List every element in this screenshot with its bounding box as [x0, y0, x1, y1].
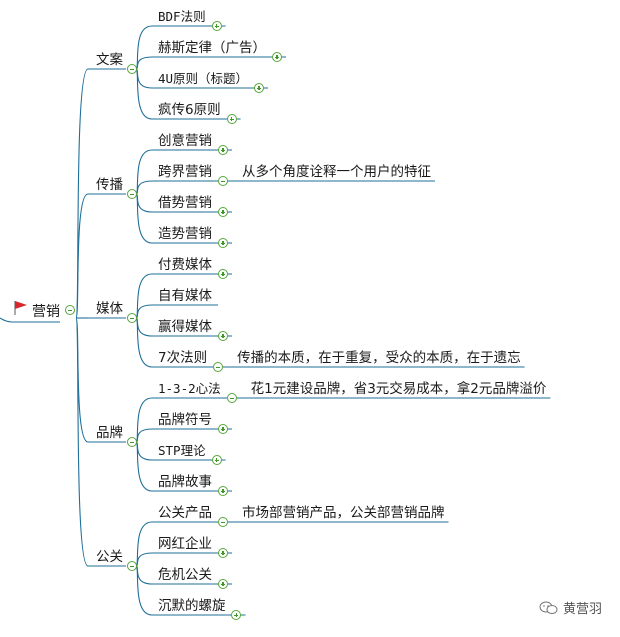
node-label-meiti-3: 7次法则 [158, 350, 208, 366]
node-expand-toggle-gongguan-2[interactable] [217, 579, 228, 589]
node-label-gongguan-0: 公关产品 [158, 505, 212, 521]
node-label-chuanbo-2: 借势营销 [158, 195, 212, 211]
node-expand-toggle-gongguan-1[interactable] [217, 548, 228, 558]
node-label-wenan-0: BDF法则 [158, 9, 206, 24]
root-underline [0, 317, 60, 323]
node-expand-toggle-pinpai-3[interactable] [217, 486, 228, 496]
node-label-gongguan-2: 危机公关 [158, 567, 212, 583]
connector-gongguan-1 [135, 552, 153, 567]
connector-meiti-3 [135, 317, 153, 368]
connector-chuanbo-1 [135, 180, 153, 195]
node-label-gongguan-3: 沉默的螺旋 [158, 598, 226, 614]
branch-label-chuanbo: 传播 [96, 177, 123, 193]
branch-label-gongguan: 公关 [96, 549, 123, 565]
connector-wenan-3 [135, 68, 153, 120]
wechat-icon [539, 601, 558, 614]
node-label-chuanbo-1: 跨界营销 [158, 164, 212, 180]
node-label-wenan-2: 4U原则（标题） [158, 71, 249, 86]
node-label-wenan-3: 疯传6原则 [158, 102, 221, 118]
node-expand-toggle-meiti-0[interactable] [217, 269, 228, 279]
node-label-pinpai-2: STP理论 [158, 443, 206, 458]
branch-label-pinpai: 品牌 [96, 425, 123, 441]
note-label-gongguan-0: 市场部营销产品，公关部营销品牌 [241, 505, 445, 521]
branch-collapse-toggle-wenan[interactable] [127, 64, 137, 74]
node-expand-toggle-pinpai-1[interactable] [217, 424, 228, 434]
flag-icon [14, 301, 27, 315]
node-label-chuanbo-0: 创意营销 [158, 133, 212, 149]
node-expand-toggle-wenan-0[interactable] [211, 21, 222, 31]
connector-pinpai-2 [135, 441, 153, 461]
node-label-meiti-1: 自有媒体 [158, 288, 212, 304]
branch-label-wenan: 文案 [96, 52, 123, 68]
note-label-chuanbo-1: 从多个角度诠释一个用户的特征 [241, 164, 431, 180]
watermark: 黄营羽 [539, 598, 602, 617]
node-expand-toggle-gongguan-3[interactable] [231, 610, 242, 620]
node-expand-toggle-chuanbo-0[interactable] [217, 145, 228, 155]
root-collapse-toggle[interactable] [65, 305, 75, 315]
node-collapse-toggle-meiti-3[interactable] [213, 362, 224, 372]
node-label-pinpai-0: 1-3-2心法 [158, 381, 221, 396]
node-label-chuanbo-3: 造势营销 [158, 226, 212, 242]
node-collapse-toggle-gongguan-0[interactable] [217, 517, 228, 527]
branch-collapse-toggle-chuanbo[interactable] [127, 189, 137, 199]
branch-collapse-toggle-gongguan[interactable] [127, 561, 137, 571]
node-collapse-toggle-chuanbo-1[interactable] [217, 176, 228, 186]
node-expand-toggle-meiti-2[interactable] [217, 331, 228, 341]
connector-pinpai-1 [135, 428, 153, 443]
node-label-pinpai-1: 品牌符号 [158, 412, 212, 428]
connector-meiti-1 [135, 304, 153, 319]
note-label-meiti-3: 传播的本质，在于重复，受众的本质，在于遗忘 [237, 350, 521, 366]
connector-meiti-2 [135, 317, 153, 337]
node-expand-toggle-chuanbo-3[interactable] [217, 238, 228, 248]
connector-gongguan-2 [135, 565, 153, 585]
branch-collapse-toggle-pinpai[interactable] [127, 437, 137, 447]
connector-pinpai-3 [135, 441, 153, 492]
note-label-pinpai-0: 花1元建设品牌，省3元交易成本，拿2元品牌溢价 [250, 381, 547, 397]
node-expand-toggle-chuanbo-2[interactable] [217, 207, 228, 217]
node-expand-toggle-wenan-3[interactable] [226, 114, 237, 124]
node-label-meiti-0: 付费媒体 [158, 257, 212, 273]
node-expand-toggle-wenan-2[interactable] [254, 83, 265, 93]
connector-wenan-1 [135, 56, 153, 70]
node-label-wenan-1: 赫斯定律（广告） [158, 40, 266, 56]
node-label-pinpai-3: 品牌故事 [158, 474, 212, 490]
connector-chuanbo-3 [135, 193, 153, 244]
connector-root-gongguan [75, 317, 89, 567]
branch-label-meiti: 媒体 [96, 301, 123, 317]
node-expand-toggle-wenan-1[interactable] [271, 52, 282, 62]
node-expand-toggle-pinpai-2[interactable] [211, 455, 222, 465]
watermark-text: 黄营羽 [562, 602, 602, 617]
connector-gongguan-3 [135, 565, 153, 616]
branch-collapse-toggle-meiti[interactable] [127, 313, 137, 323]
node-collapse-toggle-pinpai-0[interactable] [226, 393, 237, 403]
connector-root-chuanbo [75, 193, 89, 319]
connector-wenan-2 [135, 68, 153, 89]
node-label-meiti-2: 赢得媒体 [158, 319, 212, 335]
node-label-gongguan-1: 网红企业 [158, 536, 212, 552]
connector-chuanbo-2 [135, 193, 153, 213]
root-node-label: 营销 [32, 304, 60, 320]
